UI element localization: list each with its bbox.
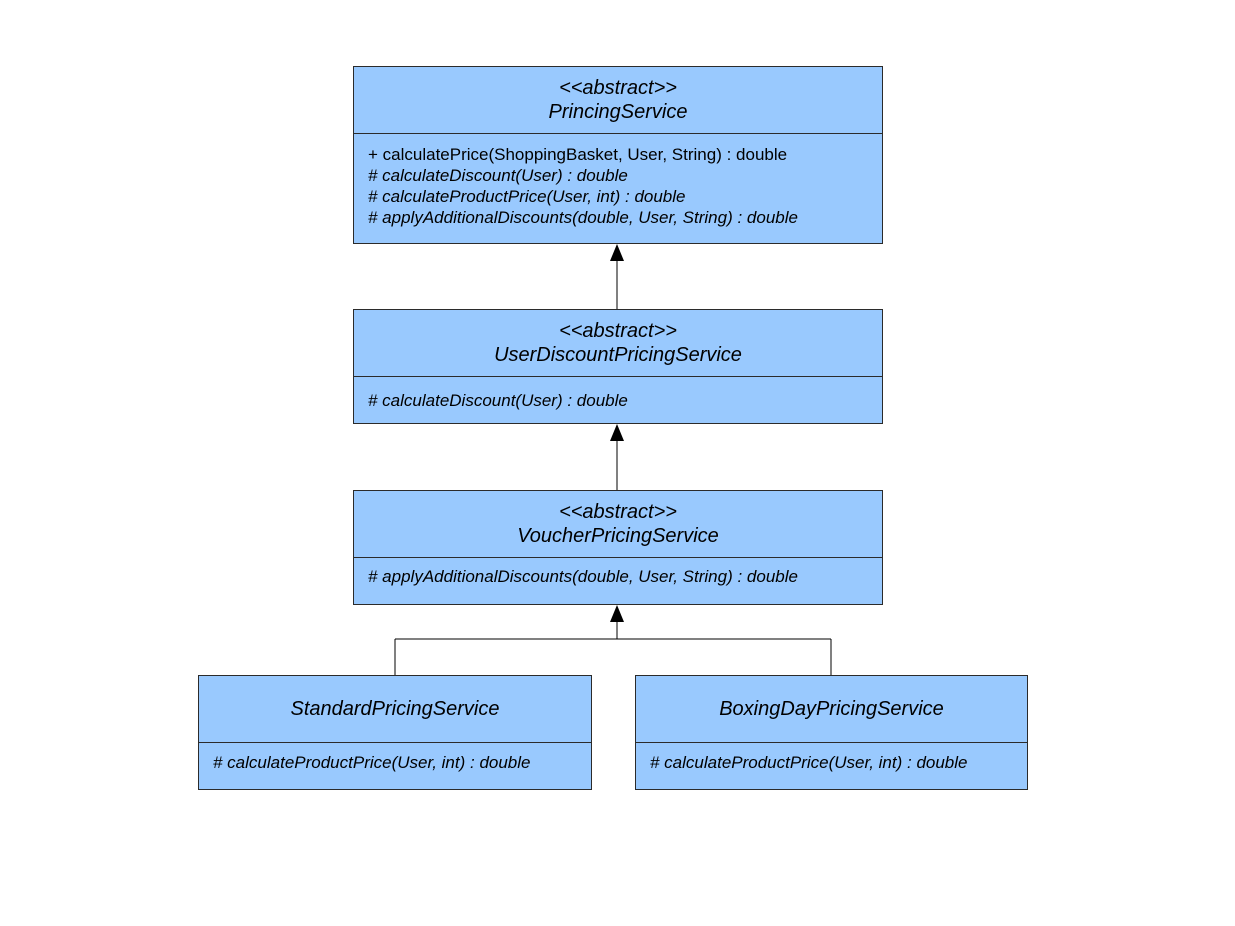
operation-calculate-discount: # calculateDiscount(User) : double xyxy=(368,166,628,185)
generalization-arrowhead-voucher xyxy=(610,605,624,622)
stereotype-label: <<abstract>> xyxy=(559,320,677,342)
operation-calculate-product-price: # calculateProductPrice(User, int) : dou… xyxy=(368,187,686,206)
operations-compartment: # calculateProductPrice(User, int) : dou… xyxy=(636,743,1027,773)
class-header: <<abstract>> VoucherPricingService xyxy=(354,491,882,558)
operation-calculate-product-price: # calculateProductPrice(User, int) : dou… xyxy=(650,753,968,772)
generalization-arrowhead-pricing xyxy=(610,244,624,261)
operations-compartment: # applyAdditionalDiscounts(double, User,… xyxy=(354,558,882,587)
class-voucher-pricing-service[interactable]: <<abstract>> VoucherPricingService # app… xyxy=(353,490,883,605)
operation-apply-additional-discounts: # applyAdditionalDiscounts(double, User,… xyxy=(368,567,798,586)
operation-calculate-discount: # calculateDiscount(User) : double xyxy=(368,391,628,410)
operations-compartment: # calculateDiscount(User) : double xyxy=(354,377,882,411)
class-name: VoucherPricingService xyxy=(517,525,719,547)
class-name: PrincingService xyxy=(548,101,688,123)
class-header: StandardPricingService xyxy=(199,676,591,743)
class-name: BoxingDayPricingService xyxy=(719,698,944,720)
operations-compartment: # calculateProductPrice(User, int) : dou… xyxy=(199,743,591,773)
class-name: UserDiscountPricingService xyxy=(494,344,742,366)
generalization-arrowhead-user xyxy=(610,424,624,441)
class-header: <<abstract>> UserDiscountPricingService xyxy=(354,310,882,377)
class-boxing-day-pricing-service[interactable]: BoxingDayPricingService # calculateProdu… xyxy=(635,675,1028,790)
class-pricing-service[interactable]: <<abstract>> PrincingService + calculate… xyxy=(353,66,883,244)
class-header: BoxingDayPricingService xyxy=(636,676,1027,743)
class-header: <<abstract>> PrincingService xyxy=(354,67,882,134)
operation-calculate-price: + calculatePrice(ShoppingBasket, User, S… xyxy=(368,145,788,164)
class-user-discount-pricing-service[interactable]: <<abstract>> UserDiscountPricingService … xyxy=(353,309,883,424)
class-name: StandardPricingService xyxy=(290,698,500,720)
stereotype-label: <<abstract>> xyxy=(559,501,677,523)
operation-apply-additional-discounts: # applyAdditionalDiscounts(double, User,… xyxy=(368,208,798,227)
operations-compartment: + calculatePrice(ShoppingBasket, User, S… xyxy=(354,134,882,228)
class-standard-pricing-service[interactable]: StandardPricingService # calculateProduc… xyxy=(198,675,592,790)
stereotype-label: <<abstract>> xyxy=(559,77,677,99)
operation-calculate-product-price: # calculateProductPrice(User, int) : dou… xyxy=(213,753,531,772)
